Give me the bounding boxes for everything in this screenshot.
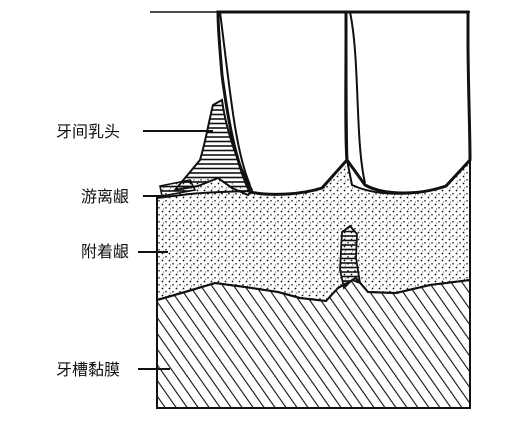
- label-attached-gingiva: 附着龈: [81, 242, 129, 261]
- papilla-spike: [339, 224, 362, 290]
- label-free-gingiva: 游离龈: [81, 187, 129, 206]
- tooth-left-crown-curve: [219, 11, 251, 186]
- label-alveolar-mucosa: 牙槽黏膜: [56, 360, 120, 379]
- label-interdental-papilla: 牙间乳头: [56, 122, 120, 141]
- free-gingiva-strip: [159, 179, 197, 197]
- tooth-right: [344, 10, 472, 195]
- tooth-right-crown-curve: [349, 11, 366, 184]
